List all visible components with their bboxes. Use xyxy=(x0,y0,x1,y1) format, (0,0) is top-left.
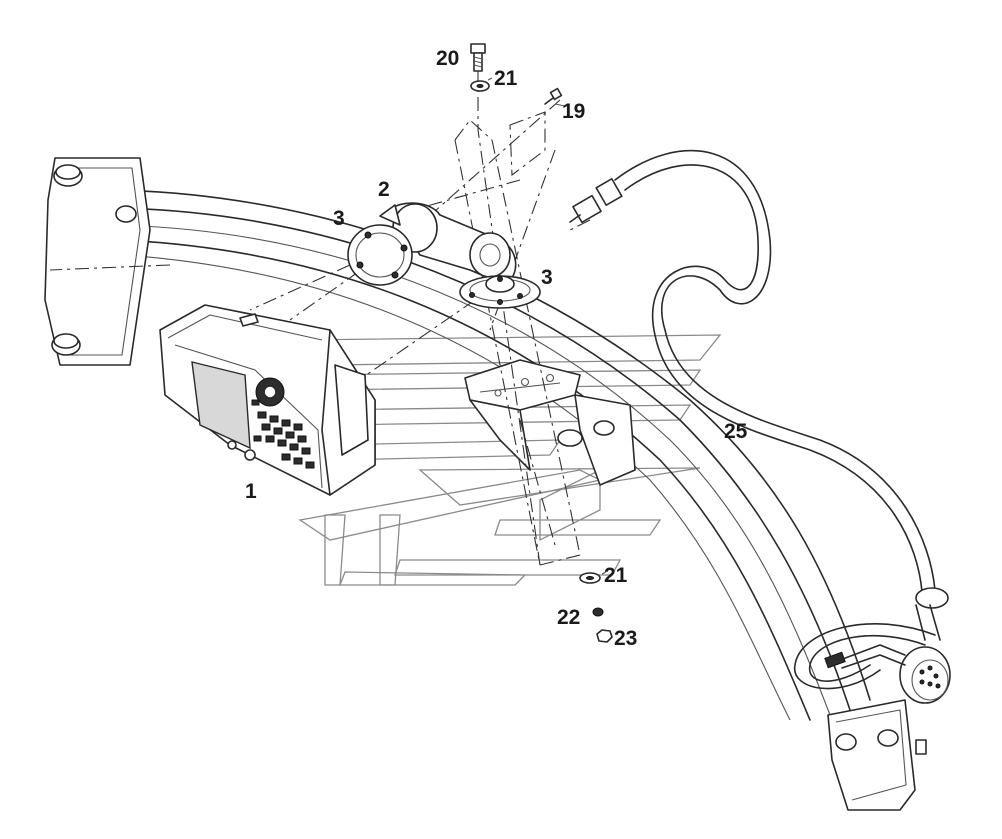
callout-21-top: 21 xyxy=(494,67,518,90)
callout-labels: 1 2 3 3 19 20 21 21 22 23 25 xyxy=(245,47,748,650)
lock-washer-22 xyxy=(592,607,604,617)
callout-22: 22 xyxy=(557,606,580,629)
callout-23: 23 xyxy=(614,627,637,650)
nut-23 xyxy=(596,629,613,643)
display-unit xyxy=(159,304,376,496)
callout-3-left: 3 xyxy=(333,207,345,230)
callout-20: 20 xyxy=(436,47,459,70)
callout-1: 1 xyxy=(245,480,257,503)
screw-19 xyxy=(544,87,563,105)
left-mounting-bracket xyxy=(44,157,151,366)
leader-lines xyxy=(487,77,607,575)
right-mounting-bracket xyxy=(827,699,927,811)
callout-19: 19 xyxy=(562,100,585,123)
callout-21-bottom: 21 xyxy=(604,564,628,587)
callout-2: 2 xyxy=(378,178,390,201)
keypad xyxy=(251,399,315,469)
cable-harness xyxy=(569,149,951,704)
callout-3-right: 3 xyxy=(541,266,553,289)
center-clamp-bracket xyxy=(464,359,636,486)
display-mount-arm xyxy=(347,202,541,309)
bolt-20 xyxy=(470,43,486,72)
callout-25: 25 xyxy=(724,420,748,443)
hardware xyxy=(470,43,613,643)
